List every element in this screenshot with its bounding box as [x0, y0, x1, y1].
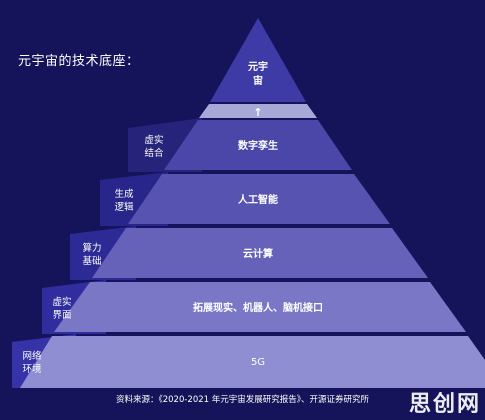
side-label-2-line1: 生成: [114, 189, 134, 200]
side-label-4: 虚实 界面: [42, 296, 82, 322]
level-label-3: 云计算: [243, 247, 273, 260]
source-note: 资料来源：《2020-2021 年元宇宙发展研究报告》、开源证券研究所: [115, 395, 370, 405]
watermark-logo: 思创网: [408, 392, 481, 417]
side-label-1: 虚实 结合: [134, 134, 174, 160]
side-label-1-line2: 结合: [144, 148, 164, 159]
side-label-5-line1: 网络: [22, 351, 42, 362]
level-label-4: 拓展现实、机器人、脑机接口: [193, 301, 323, 314]
apex-label-line1: 元宇: [248, 60, 268, 73]
pyramid-apex: [210, 18, 306, 102]
side-label-1-line1: 虚实: [144, 135, 164, 146]
diagram-title: 元宇宙的技术底座：: [18, 54, 140, 69]
side-label-2-line2: 逻辑: [114, 202, 134, 213]
level-label-2: 人工智能: [238, 193, 278, 206]
side-label-3-line2: 基础: [82, 256, 102, 267]
pyramid-level-3: [92, 228, 428, 278]
side-label-5-line2: 环境: [22, 364, 42, 375]
level-label-1: 数字孪生: [238, 139, 278, 152]
pyramid-level-1: [164, 120, 352, 170]
side-label-4-line2: 界面: [52, 310, 72, 321]
level-label-5: 5G: [251, 357, 265, 368]
side-label-3: 算力 基础: [72, 242, 112, 268]
arrow-band: [199, 104, 317, 118]
side-label-5: 网络 环境: [12, 350, 52, 376]
pyramid-level-2: [128, 174, 390, 224]
apex-label-line2: 宙: [253, 74, 263, 87]
pyramid-level-4: [54, 282, 466, 332]
side-label-3-line1: 算力: [82, 243, 102, 254]
side-label-4-line1: 虚实: [52, 297, 72, 308]
side-label-2: 生成 逻辑: [104, 188, 144, 214]
up-arrow-icon: ↑: [253, 106, 262, 119]
pyramid-level-5: [20, 336, 485, 388]
